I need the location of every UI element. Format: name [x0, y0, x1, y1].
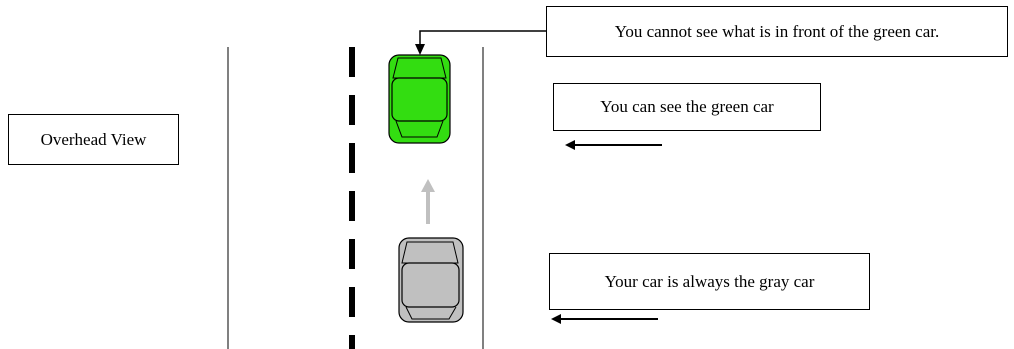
- gray-car-left-arrow: [551, 314, 658, 324]
- can-see-left-arrow: [565, 140, 662, 150]
- cannot-see-text: You cannot see what is in front of the g…: [614, 21, 940, 41]
- cannot-see-pointer-arrow: [415, 30, 546, 55]
- can-see-green-label: You can see the green car: [553, 83, 821, 131]
- center-lane-dashes: [349, 47, 355, 349]
- green-car: [388, 54, 451, 144]
- overhead-view-label: Overhead View: [8, 114, 179, 165]
- overhead-view-text: Overhead View: [40, 129, 147, 149]
- gray-car-text: Your car is always the gray car: [604, 271, 815, 291]
- cannot-see-label: You cannot see what is in front of the g…: [546, 6, 1008, 57]
- gray-car-label: Your car is always the gray car: [549, 253, 870, 310]
- gray-car: [398, 237, 464, 323]
- forward-motion-arrow: [421, 179, 435, 224]
- can-see-green-text: You can see the green car: [600, 97, 774, 116]
